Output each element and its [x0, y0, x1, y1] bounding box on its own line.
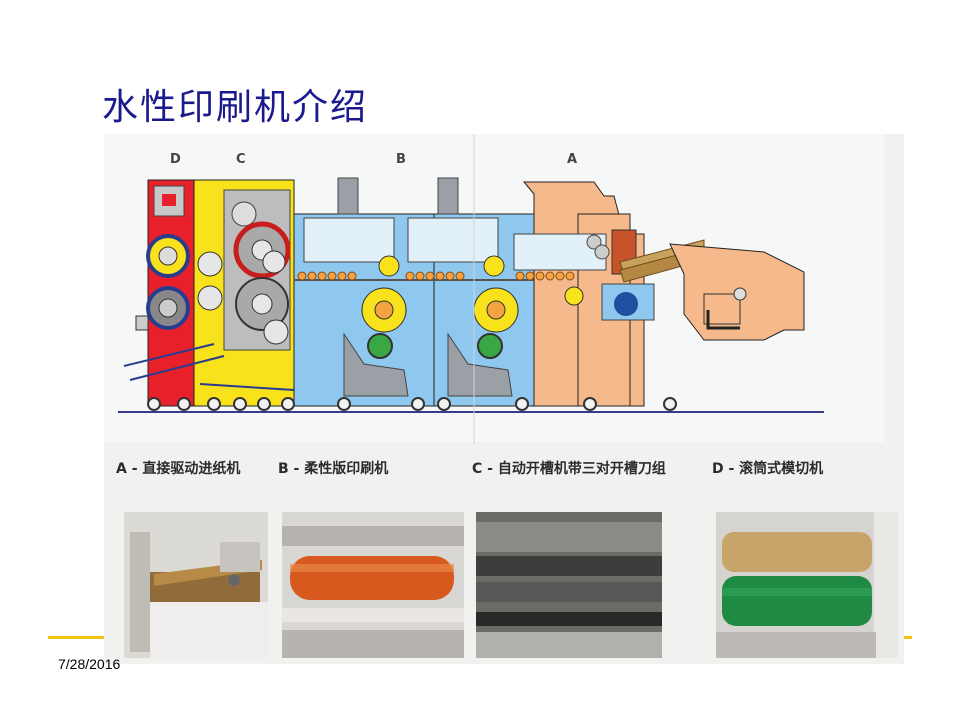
slide-date: 7/28/2016	[58, 656, 121, 672]
press-figure: D C B A	[104, 134, 904, 664]
caption-a: A - 直接驱动进纸机	[116, 461, 241, 477]
caption-c: C - 自动开槽机带三对开槽刀组	[472, 461, 666, 477]
section-letter-a: A	[567, 152, 577, 167]
section-b-flexo-printer	[293, 177, 624, 407]
section-letter-b: B	[396, 152, 406, 167]
footer-accent-line-right	[902, 636, 912, 639]
section-a-feeder	[513, 181, 805, 407]
machine-diagram: D C B A	[118, 134, 824, 444]
photo-feeder	[124, 512, 268, 658]
caption-b: B - 柔性版印刷机	[278, 461, 389, 477]
caption-d: D - 滚筒式模切机	[712, 461, 824, 477]
section-c-slotter	[193, 179, 295, 407]
section-d-die-cutter	[135, 179, 195, 407]
photo-die-cutter	[716, 512, 898, 658]
section-letter-d: D	[170, 152, 181, 167]
photo-slotter	[476, 512, 662, 658]
section-letter-c: C	[236, 152, 246, 167]
machine-wheels	[147, 397, 677, 411]
conveyor-belts	[123, 343, 295, 391]
slide-title: 水性印刷机介绍	[102, 87, 369, 128]
transport-rollers	[297, 271, 575, 281]
footer-accent-line-left	[48, 636, 108, 639]
photo-flexo-printer	[282, 512, 464, 658]
